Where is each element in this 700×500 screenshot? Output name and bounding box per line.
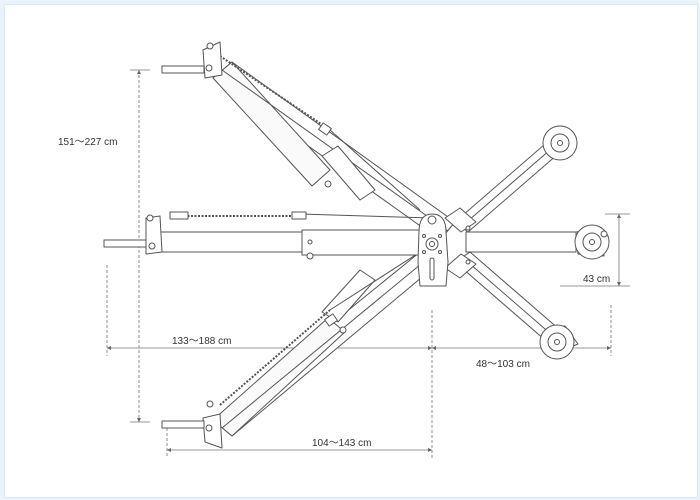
central-pivot-plate <box>417 213 449 287</box>
bottom-rear-wheel <box>539 324 579 360</box>
lower-reach-label: 104～143 cm <box>312 438 371 449</box>
crane-structure <box>103 41 610 449</box>
front-reach-label: 133～188 cm <box>172 336 231 347</box>
upper-arm <box>161 41 456 241</box>
main-beam <box>103 211 577 260</box>
height-range-label: 151～227 cm <box>58 137 117 148</box>
top-rear-wheel <box>542 125 578 161</box>
rear-plates <box>444 207 477 279</box>
lower-arm <box>161 247 441 449</box>
rear-reach-label: 48～103 cm <box>476 359 530 370</box>
wheel-height-label: 43 cm <box>583 274 610 285</box>
middle-rear-wheel <box>574 224 610 260</box>
